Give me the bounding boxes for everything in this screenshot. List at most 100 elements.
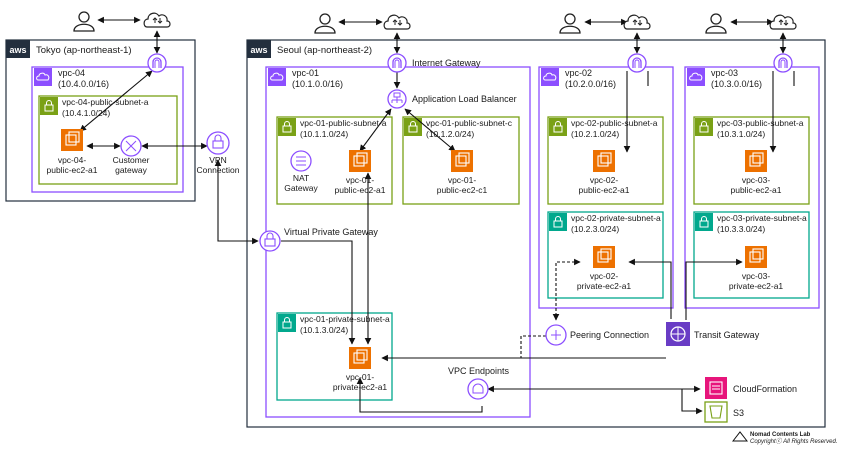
seoul-region-label: Seoul (ap-northeast-2)	[277, 45, 372, 56]
s3-service: S3	[704, 401, 744, 423]
vpc-endpoint-icon	[467, 378, 489, 400]
ec2-vpc-03-public-a1: vpc-03- public-ec2-a1	[730, 149, 782, 195]
s3-label: S3	[733, 408, 744, 418]
private-subnet-lock-icon	[277, 313, 297, 333]
instance-name-2: public-ec2-a1	[334, 185, 385, 195]
internet-gateway-icon	[387, 53, 407, 73]
internet-gateway-icon	[773, 53, 793, 73]
subnet-cidr: (10.1.1.0/24)	[300, 129, 348, 139]
user-icon	[314, 13, 336, 34]
vpc-01-public-subnet-a-box: vpc-01-public-subnet-a (10.1.1.0/24)	[276, 116, 393, 205]
cloudformation-service: CloudFormation	[705, 377, 797, 399]
subnet-cidr: (10.1.2.0/24)	[426, 129, 474, 139]
ec2-instance-icon	[592, 245, 616, 269]
ec2-instance-icon	[348, 149, 372, 173]
internet-cloud-icon	[769, 14, 797, 30]
instance-name-1: vpc-03-	[742, 175, 771, 185]
aws-logo-seoul	[247, 40, 271, 58]
ec2-vpc-01-public-c1: vpc-01- public-ec2-c1	[437, 149, 488, 195]
vpn-gateway-icon	[259, 230, 281, 252]
vpn-label-1: VPN	[209, 155, 226, 165]
connections	[79, 16, 795, 415]
subnet-name: vpc-03-private-subnet-a	[717, 213, 807, 223]
subnet-name: vpc-03-public-subnet-a	[717, 118, 804, 128]
ec2-vpc-03-private-a1: vpc-03- private-ec2-a1	[729, 245, 784, 291]
tokyo-region: aws Tokyo (ap-northeast-1)	[5, 39, 196, 202]
instance-name-1: vpc-04-	[58, 155, 87, 165]
vpc-04-name: vpc-04	[58, 68, 85, 78]
vpc-03-box: vpc-03 (10.3.0.0/16)	[684, 66, 820, 309]
instance-name-1: vpc-01-	[448, 175, 477, 185]
instance-name-2: private-ec2-a1	[333, 382, 388, 392]
instance-name-2: public-ec2-c1	[437, 185, 488, 195]
internet-users	[73, 11, 797, 34]
public-subnet-lock-icon	[277, 117, 297, 137]
user-icon	[73, 11, 95, 32]
instance-name-1: vpc-02-	[590, 271, 619, 281]
instance-name-1: vpc-01-	[346, 175, 375, 185]
customer-gateway: Customer gateway	[113, 135, 150, 175]
cloudformation-icon	[705, 377, 727, 399]
lab-logo-icon	[731, 431, 749, 442]
subnet-cidr: (10.1.3.0/24)	[300, 325, 348, 335]
subnet-cidr: (10.2.1.0/24)	[571, 129, 619, 139]
vpc-02-name: vpc-02	[565, 68, 592, 78]
vpc-03-cidr: (10.3.0.0/16)	[711, 79, 762, 89]
vpc-01-cidr: (10.1.0.0/16)	[292, 79, 343, 89]
ec2-vpc-04-public-a1: vpc-04- public-ec2-a1	[46, 128, 98, 175]
subnet-name: vpc-04-public-subnet-a	[62, 97, 149, 107]
instance-name-1: vpc-02-	[590, 175, 619, 185]
vpn-label-2: Connection	[196, 165, 239, 175]
peering-connection: Peering Connection	[545, 324, 649, 346]
vpc-03-icon	[686, 67, 706, 87]
vpc-03-name: vpc-03	[711, 68, 738, 78]
vpc-04-cidr: (10.4.0.0/16)	[58, 79, 109, 89]
instance-name-1: vpc-01-	[346, 372, 375, 382]
nat-gateway: NAT Gateway	[284, 150, 319, 193]
private-subnet-lock-icon	[694, 212, 714, 232]
vpc-02-box: vpc-02 (10.2.0.0/16)	[538, 66, 674, 309]
vgw-label: Virtual Private Gateway	[284, 227, 378, 237]
nat-label-1: NAT	[293, 173, 309, 183]
internet-gateway-icon	[147, 53, 167, 73]
subnet-name: vpc-02-private-subnet-a	[571, 213, 661, 223]
user-icon	[559, 13, 581, 34]
vpc-02-public-subnet-a-box: vpc-02-public-subnet-a (10.2.1.0/24)	[547, 116, 664, 205]
vpc-04-icon	[33, 67, 53, 87]
public-subnet-lock-icon	[694, 117, 714, 137]
ec2-instance-icon	[592, 149, 616, 173]
aws-logo-tokyo	[6, 40, 30, 58]
user-icon	[705, 13, 727, 34]
public-subnet-lock-icon	[39, 96, 59, 116]
subnet-name: vpc-01-private-subnet-a	[300, 314, 390, 324]
subnet-cidr: (10.4.1.0/24)	[62, 108, 110, 118]
instance-name-2: private-ec2-a1	[729, 281, 784, 291]
s3-bucket-icon	[704, 401, 728, 423]
ec2-instance-icon	[450, 149, 474, 173]
alb-label: Application Load Balancer	[412, 94, 517, 104]
ec2-vpc-01-public-a1: vpc-01- public-ec2-a1	[334, 149, 386, 195]
vpc-01-private-subnet-a-box: vpc-01-private-subnet-a (10.1.3.0/24)	[276, 312, 393, 401]
vpc-03-public-subnet-a-box: vpc-03-public-subnet-a (10.3.1.0/24)	[693, 116, 810, 205]
ec2-vpc-02-private-a1: vpc-02- private-ec2-a1	[577, 245, 632, 291]
instance-name-2: public-ec2-a1	[730, 185, 781, 195]
vpc-endpoints-label: VPC Endpoints	[448, 366, 510, 376]
internet-gateway-label: Internet Gateway	[412, 58, 481, 68]
ec2-instance-icon	[348, 346, 372, 370]
subnet-name: vpc-01-public-subnet-c	[426, 118, 513, 128]
vpc-01-name: vpc-01	[292, 68, 319, 78]
instance-name-1: vpc-03-	[742, 271, 771, 281]
vpc-03-private-subnet-a-box: vpc-03-private-subnet-a (10.3.3.0/24)	[693, 211, 810, 299]
transit-gateway: Transit Gateway	[666, 322, 760, 346]
aws-logo-text-seoul: aws	[250, 45, 267, 55]
internet-cloud-icon	[383, 14, 411, 30]
nat-label-2: Gateway	[284, 183, 318, 193]
customer-gateway-label-1: Customer	[113, 155, 150, 165]
transit-gateway-label: Transit Gateway	[694, 330, 760, 340]
instance-name-2: public-ec2-a1	[578, 185, 629, 195]
private-subnet-lock-icon	[548, 212, 568, 232]
peering-label: Peering Connection	[570, 330, 649, 340]
copyright-text: Copyrightⓒ All Rights Reserved.	[750, 437, 837, 445]
instance-name-2: private-ec2-a1	[577, 281, 632, 291]
